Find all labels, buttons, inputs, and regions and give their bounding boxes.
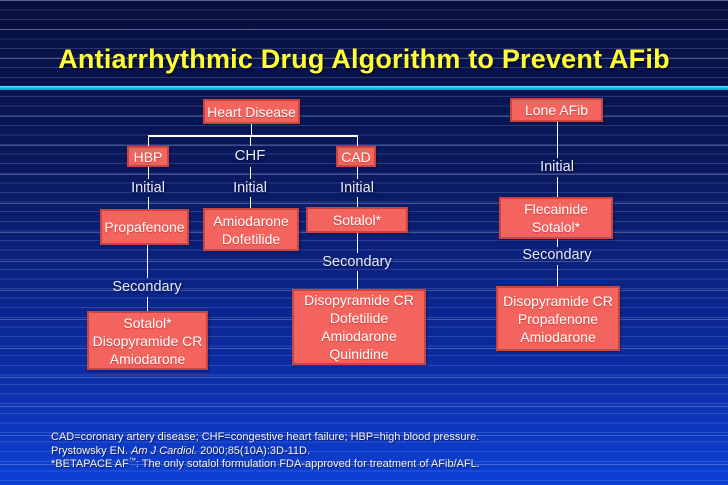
connector-line (147, 135, 358, 137)
node-label: Flecainide (524, 201, 588, 217)
connector-line (556, 122, 558, 158)
connector-line (147, 136, 149, 146)
node-hbp: HBP (127, 146, 169, 167)
node-cad-secondary-drugs: Disopyramide CR Dofetilide Amiodarone Qu… (292, 289, 426, 365)
connector-line (147, 167, 149, 179)
connector-line (356, 271, 358, 289)
node-lone-afib: Lone AFib (510, 98, 603, 122)
connector-line (356, 136, 358, 146)
connector-line (556, 239, 558, 247)
footnote-line-2: Prystowsky EN. Am J Cardiol. 2000;85(10A… (51, 444, 311, 457)
label-initial-cad: Initial (340, 180, 374, 196)
node-label: Heart Disease (207, 103, 296, 120)
connector-line (249, 197, 251, 208)
node-label: Disopyramide CR (503, 292, 613, 309)
node-label: CAD (341, 148, 371, 165)
connector-line (250, 124, 252, 136)
node-chf: CHF (234, 147, 266, 164)
node-label: Disopyramide CR (92, 332, 203, 349)
connector-line (147, 197, 149, 209)
node-label: Sotalol* (332, 212, 382, 228)
journal-name: Am J Cardiol. (131, 444, 198, 457)
node-label: HBP (133, 148, 163, 165)
node-label: Dofetilide (221, 230, 281, 247)
node-label: Quinidine (329, 346, 389, 362)
node-amiodarone-dofetilide: Amiodarone Dofetilide (203, 208, 299, 251)
footnote-line-1: CAD=coronary artery disease; CHF=congest… (51, 431, 480, 443)
connector-line (146, 297, 148, 311)
node-label: Amiodarone (520, 328, 596, 345)
connector-line (556, 265, 558, 286)
node-label: Dofetilide (329, 310, 389, 326)
title-divider-line (0, 86, 728, 90)
node-lone-secondary-drugs: Disopyramide CR Propafenone Amiodarone (496, 286, 620, 351)
node-label: Amiodarone (321, 328, 397, 344)
label-secondary-cad: Secondary (322, 254, 392, 270)
slide-title: Antiarrhythmic Drug Algorithm to Prevent… (58, 44, 670, 74)
label-secondary-hbp: Secondary (112, 279, 182, 295)
node-label: Amiodarone (109, 350, 186, 367)
node-cad: CAD (336, 146, 376, 167)
node-propafenone: Propafenone (100, 209, 189, 245)
connector-line (556, 177, 558, 197)
node-label: Propafenone (517, 310, 599, 327)
connector-line (249, 167, 251, 179)
node-hbp-secondary-drugs: Sotalol* Disopyramide CR Amiodarone (87, 311, 208, 370)
connector-line (356, 197, 358, 207)
footnote-block: CAD=coronary artery disease; CHF=congest… (51, 431, 701, 472)
trademark-symbol: ™ (128, 457, 136, 465)
node-label: Sotalol* (123, 314, 172, 331)
label-initial-lone: Initial (540, 159, 574, 175)
connector-line (249, 136, 251, 146)
node-label: Sotalol* (531, 219, 581, 235)
node-heart-disease: Heart Disease (203, 99, 300, 124)
label-initial-chf: Initial (233, 180, 267, 196)
label-initial-hbp: Initial (131, 180, 165, 196)
connector-line (146, 245, 148, 278)
node-sotalol-cad: Sotalol* (306, 207, 408, 233)
node-label: Lone AFib (524, 102, 589, 118)
node-label: Amiodarone (213, 212, 289, 229)
footnote-line-3: *BETAPACE AF™: The only sotalol formulat… (51, 457, 480, 470)
node-label: Propafenone (104, 219, 185, 235)
connector-line (356, 167, 358, 179)
node-flecainide-sotalol: Flecainide Sotalol* (499, 197, 613, 239)
connector-line (356, 233, 358, 253)
node-label: Disopyramide CR (304, 292, 414, 308)
label-secondary-lone: Secondary (522, 247, 592, 263)
